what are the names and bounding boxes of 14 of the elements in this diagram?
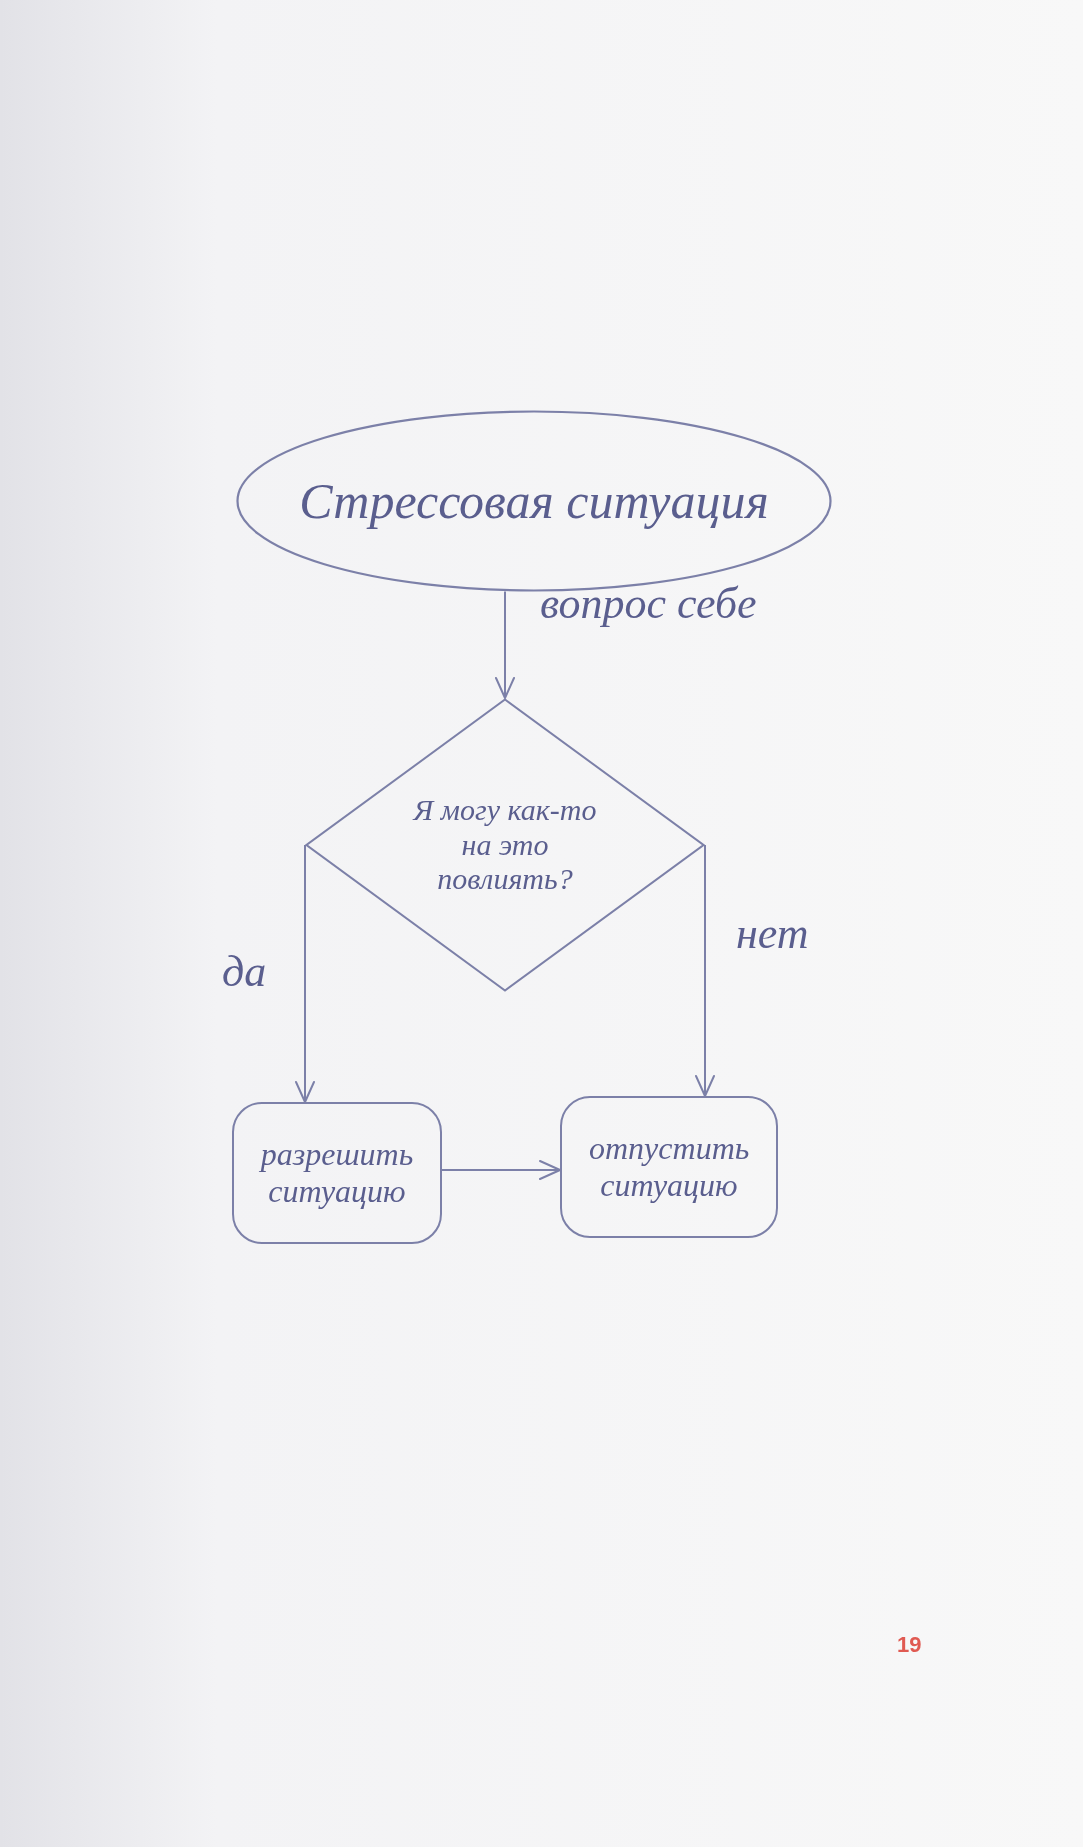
arrow [441, 1160, 561, 1180]
edge-label: да [222, 950, 267, 994]
node-text: разрешить ситуацию [258, 1136, 415, 1210]
node-text: Я могу как-то на это повлиять? [411, 793, 598, 897]
decision-diamond [305, 698, 705, 992]
edge-label: нет [736, 912, 809, 956]
arrow [495, 590, 515, 699]
arrow [295, 844, 315, 1103]
process-box [560, 1096, 778, 1238]
edge-label: вопрос себе [540, 582, 757, 626]
page-number: 19 [897, 1634, 922, 1656]
process-box [232, 1102, 442, 1244]
node-text: отпустить ситуацию [589, 1130, 749, 1204]
arrow [695, 844, 715, 1097]
